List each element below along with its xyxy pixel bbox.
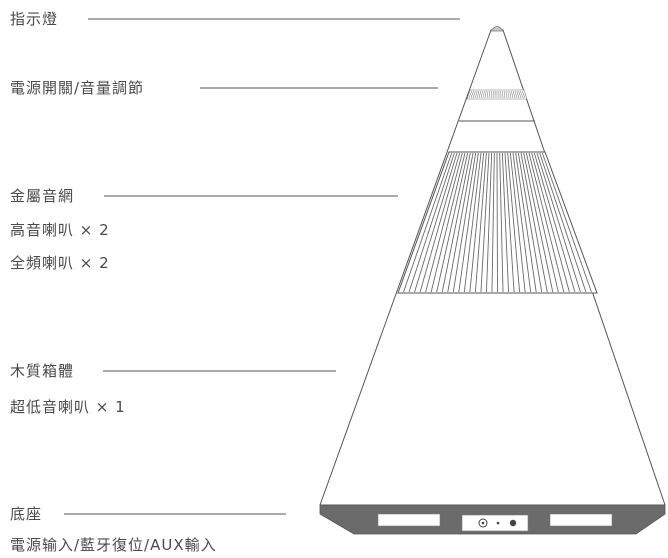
grille-slat bbox=[463, 152, 482, 293]
grille-slat bbox=[507, 90, 510, 99]
grille-slat bbox=[476, 90, 480, 99]
indicator-tip bbox=[490, 26, 504, 32]
grille-slat bbox=[403, 152, 453, 293]
grille-slat bbox=[474, 90, 478, 99]
grille-slat bbox=[539, 152, 587, 293]
grille-slat bbox=[496, 152, 498, 293]
bluetooth-reset-button[interactable] bbox=[496, 521, 500, 525]
label-wood-cabinet: 木質箱體 bbox=[10, 362, 75, 380]
label-indicator: 指示燈 bbox=[10, 10, 59, 28]
grille-slat bbox=[528, 152, 565, 293]
grille-slat bbox=[536, 152, 581, 293]
grille-slat bbox=[499, 152, 504, 293]
grille-slat bbox=[517, 152, 543, 293]
grille-slat bbox=[484, 90, 487, 99]
grille-slat bbox=[511, 90, 514, 99]
metal-grille bbox=[397, 151, 598, 294]
label-base-io: 電源输入/藍牙復位/AUX輸入 bbox=[10, 536, 217, 554]
aux-port[interactable] bbox=[509, 519, 517, 527]
grille-slat bbox=[486, 90, 489, 99]
grille-slat bbox=[503, 90, 506, 99]
grille-slat bbox=[520, 152, 548, 293]
grille-slat bbox=[502, 90, 504, 99]
volume-ring bbox=[466, 89, 528, 100]
power-port[interactable] bbox=[478, 518, 488, 528]
grille-slat bbox=[480, 90, 483, 99]
grille-slat bbox=[518, 90, 522, 99]
grille-slat bbox=[504, 152, 515, 293]
grille-slat bbox=[509, 152, 526, 293]
grille-slat bbox=[447, 152, 474, 293]
grille-slat bbox=[419, 152, 461, 293]
grille-slat bbox=[531, 152, 570, 293]
grille-slat bbox=[514, 90, 518, 99]
grille-slat bbox=[452, 152, 477, 293]
grille-slat bbox=[468, 90, 473, 99]
label-tweeter: 高音喇叭 × 2 bbox=[10, 221, 110, 239]
grille-slat bbox=[488, 90, 491, 99]
grille-slat bbox=[490, 90, 492, 99]
grille-slat bbox=[414, 152, 458, 293]
label-metal-grille: 金屬音網 bbox=[10, 187, 75, 205]
label-fullrange: 全頻喇叭 × 2 bbox=[10, 254, 110, 272]
grille-slat bbox=[520, 90, 524, 99]
grille-slat bbox=[515, 152, 537, 293]
grille-slat bbox=[533, 152, 576, 293]
io-panel bbox=[461, 514, 529, 532]
grille-slat bbox=[485, 152, 493, 293]
grille-slat bbox=[512, 90, 516, 99]
grille-slat bbox=[507, 152, 521, 293]
grille-slat bbox=[541, 152, 592, 293]
grille-slat bbox=[436, 152, 469, 293]
label-subwoofer: 超低音喇叭 × 1 bbox=[10, 398, 126, 416]
grille-slat bbox=[474, 152, 487, 293]
grille-slat bbox=[525, 152, 559, 293]
grille-slat bbox=[501, 152, 510, 293]
grille-slat bbox=[430, 152, 466, 293]
base bbox=[319, 504, 666, 535]
grille-slat bbox=[472, 90, 476, 99]
grille-slat bbox=[482, 90, 485, 99]
grille-slat bbox=[470, 90, 474, 99]
grille-slat bbox=[458, 152, 479, 293]
grille-slat bbox=[425, 152, 463, 293]
label-power-volume: 電源開關/音量調節 bbox=[10, 79, 145, 97]
grille-slat bbox=[509, 90, 512, 99]
grille-slat bbox=[491, 152, 495, 293]
grille-slat bbox=[408, 152, 455, 293]
label-base: 底座 bbox=[10, 505, 43, 523]
grille-slat bbox=[469, 152, 485, 293]
grille-slat bbox=[480, 152, 490, 293]
grille-slat bbox=[516, 90, 520, 99]
grille-slat bbox=[441, 152, 471, 293]
grille-slat bbox=[478, 90, 482, 99]
grille-slat bbox=[523, 152, 554, 293]
grille-slat bbox=[512, 152, 532, 293]
grille-slat bbox=[521, 90, 526, 99]
grille-slat bbox=[505, 90, 508, 99]
